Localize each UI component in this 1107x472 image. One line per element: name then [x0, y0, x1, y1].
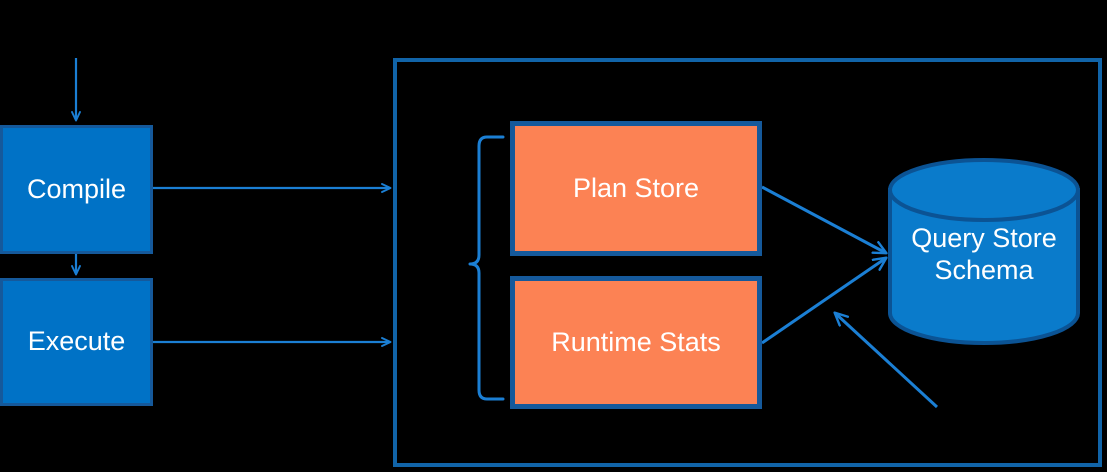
- node-runtime-stats[interactable]: [510, 276, 762, 409]
- connector-external-to-schema: [835, 313, 939, 409]
- connector-runtimestats-to-schema: [761, 258, 886, 345]
- cylinder-top: [888, 158, 1080, 222]
- node-plan-store[interactable]: [510, 121, 762, 256]
- cylinder-body: [888, 188, 1080, 345]
- node-compile[interactable]: [0, 125, 153, 254]
- connector-planstore-to-schema: [761, 185, 886, 253]
- query-store-container: [393, 58, 1102, 467]
- store-group-brace: [468, 135, 505, 401]
- node-execute[interactable]: [0, 278, 153, 406]
